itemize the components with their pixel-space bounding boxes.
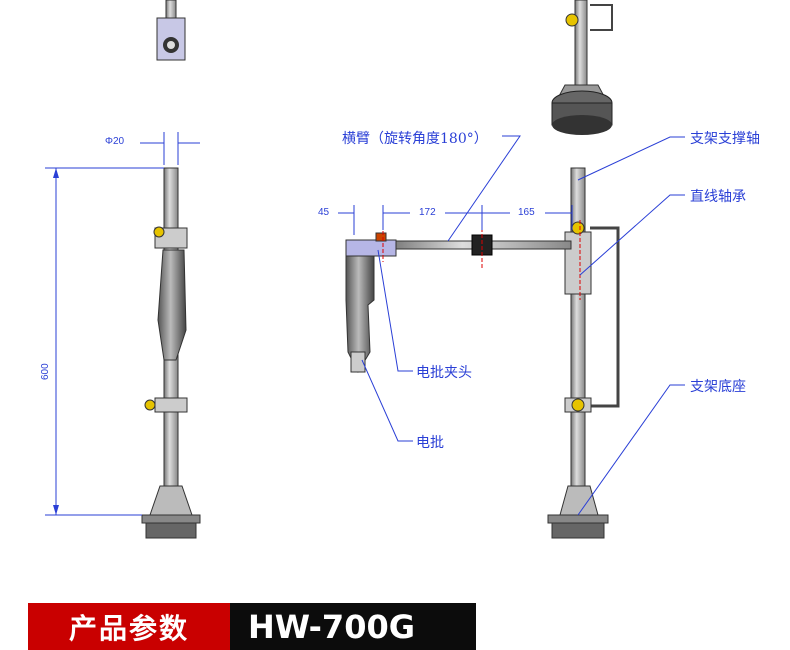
front-view [338,135,685,539]
model-number: HW-700G [230,603,476,650]
label-crossarm: 横臂（旋转角度180°） [342,131,488,147]
label-screwdriver-clamp: 电批夹头 [416,365,472,381]
label-screwdriver: 电批 [416,435,444,451]
side-view [45,132,201,539]
label-support-shaft: 支架支撑轴 [690,131,760,147]
label-linear-bearing: 直线轴承 [690,189,746,205]
arm-length-dimension: 172 [419,207,436,218]
arm-base-dimension: 165 [518,207,535,218]
top-view-clamp [156,0,186,61]
height-dimension: 600 [40,363,51,380]
offset-dimension: 45 [318,207,330,218]
label-support-base: 支架底座 [690,379,746,395]
diameter-dimension: Φ20 [105,136,125,147]
top-view-base [551,0,613,135]
section-title: 产品参数 [28,603,230,650]
